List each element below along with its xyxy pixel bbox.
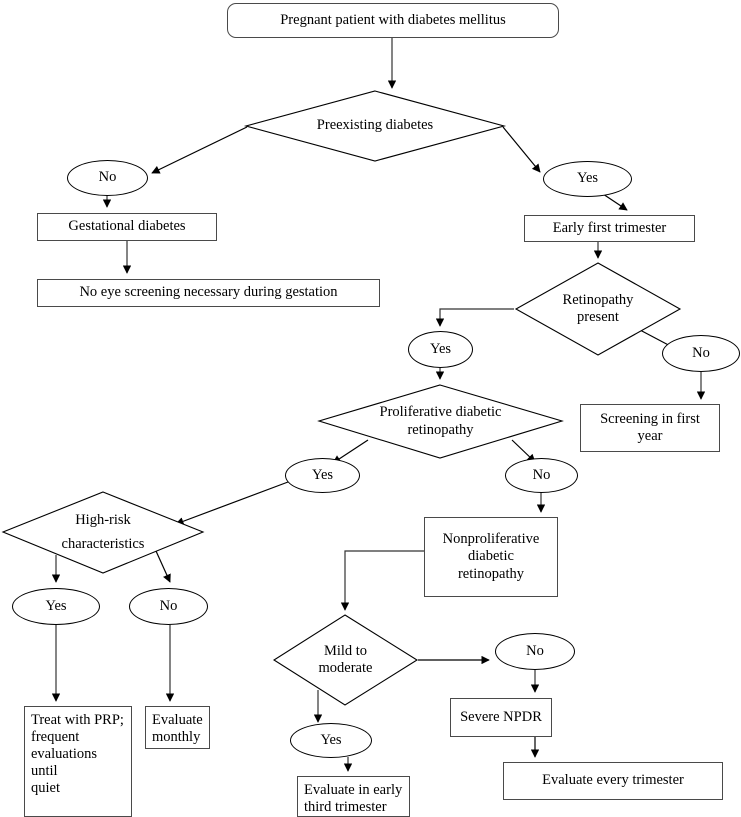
node-preexisting-no[interactable]: No <box>67 160 148 196</box>
node-mild-no[interactable]: No <box>495 633 575 670</box>
node-treat-with-prp-line1: Treat with PRP; <box>31 712 124 728</box>
node-proliferative-no-label: No <box>532 466 551 483</box>
node-severe-npdr-label: Severe NPDR <box>460 708 542 725</box>
node-treat-with-prp-line3: evaluations <box>31 746 98 763</box>
node-retinopathy-present-label: Retinopathy present <box>515 262 681 356</box>
node-early-first-trimester-label: Early first trimester <box>552 219 667 236</box>
node-mild-yes[interactable]: Yes <box>290 723 372 758</box>
node-treat-with-prp-line4: until <box>31 763 58 780</box>
node-nonproliferative-line2: diabetic <box>468 548 514 565</box>
node-proliferative-no[interactable]: No <box>505 458 578 493</box>
node-nonproliferative-diabetic-retinopathy[interactable]: Nonproliferative diabetic retinopathy <box>424 517 558 597</box>
node-mild-to-moderate-line1: Mild to <box>323 642 368 659</box>
node-high-risk-yes[interactable]: Yes <box>12 588 100 625</box>
node-high-risk-yes-label: Yes <box>45 597 67 614</box>
node-proliferative-diabetic-retinopathy[interactable]: Proliferative diabetic retinopathy <box>317 384 564 459</box>
node-proliferative-label: Proliferative diabetic retinopathy <box>318 384 563 459</box>
edge-preexisting-to-no <box>151 126 248 174</box>
node-preexisting-yes-label: Yes <box>576 170 599 187</box>
node-retinopathy-yes-label: Yes <box>429 340 452 357</box>
node-high-risk-label: High-risk characteristics <box>2 491 204 574</box>
node-evaluate-third-trimester-line2: third trimester <box>304 799 387 816</box>
node-preexisting-diabetes[interactable]: Preexisting diabetes <box>243 90 507 162</box>
edge-nonproliferative-to-mild <box>340 550 424 611</box>
edge-preexisting-to-yes <box>502 126 541 173</box>
node-treat-with-prp-line2: frequent <box>31 729 80 746</box>
node-treat-with-prp[interactable]: Treat with PRP; frequent evaluations unt… <box>24 706 132 817</box>
node-retinopathy-present-line2: present <box>577 309 619 325</box>
node-mild-to-moderate[interactable]: Mild to moderate <box>272 614 419 706</box>
node-preexisting-diabetes-label: Preexisting diabetes <box>316 117 434 134</box>
node-evaluate-third-trimester[interactable]: Evaluate in early third trimester <box>297 776 410 817</box>
diamond-shape <box>317 384 564 459</box>
node-start-label: Pregnant patient with diabetes mellitus <box>280 11 506 28</box>
edge-retinopathy-to-yes <box>435 308 514 327</box>
node-retinopathy-no[interactable]: No <box>662 335 740 372</box>
node-retinopathy-present-line1: Retinopathy <box>562 291 634 308</box>
node-nonproliferative-line3: retinopathy <box>457 565 525 582</box>
diamond-shape <box>272 614 419 706</box>
node-retinopathy-present[interactable]: Retinopathy present <box>514 262 682 356</box>
node-high-risk-line1: High-risk <box>75 512 131 529</box>
node-gestational-diabetes[interactable]: Gestational diabetes <box>37 213 217 241</box>
node-mild-yes-label: Yes <box>320 731 342 748</box>
node-proliferative-yes-label: Yes <box>311 466 334 483</box>
node-evaluate-every-trimester[interactable]: Evaluate every trimester <box>503 762 723 800</box>
node-proliferative-yes[interactable]: Yes <box>285 458 360 493</box>
node-mild-no-label: No <box>526 642 544 659</box>
node-no-eye-screening-label: No eye screening necessary during gestat… <box>79 284 338 301</box>
node-no-eye-screening[interactable]: No eye screening necessary during gestat… <box>37 279 380 307</box>
diamond-shape <box>243 90 507 162</box>
node-severe-npdr[interactable]: Severe NPDR <box>450 698 552 737</box>
diamond-shape <box>1 491 205 574</box>
node-early-first-trimester[interactable]: Early first trimester <box>524 215 695 242</box>
node-high-risk-no-label: No <box>159 597 178 614</box>
node-mild-to-moderate-label: Mild to moderate <box>273 614 418 706</box>
node-evaluate-third-trimester-line1: Evaluate in early <box>304 782 403 798</box>
node-evaluate-monthly-line1: Evaluate <box>152 712 203 728</box>
edge-yes-to-earlyfirst <box>602 193 628 211</box>
node-evaluate-monthly-line2: monthly <box>152 729 201 746</box>
node-high-risk-characteristics[interactable]: High-risk characteristics <box>1 491 205 574</box>
node-start[interactable]: Pregnant patient with diabetes mellitus <box>227 3 559 38</box>
node-evaluate-monthly[interactable]: Evaluate monthly <box>145 706 210 749</box>
node-evaluate-every-trimester-label: Evaluate every trimester <box>542 772 684 789</box>
node-screening-first-year-line2: year <box>637 428 663 444</box>
node-high-risk-no[interactable]: No <box>129 588 208 625</box>
node-nonproliferative-line1: Nonproliferative <box>442 531 540 548</box>
node-preexisting-no-label: No <box>98 169 117 186</box>
node-screening-first-year-line1: Screening in first <box>600 410 700 427</box>
node-retinopathy-no-label: No <box>692 344 710 361</box>
node-screening-first-year[interactable]: Screening in first year <box>580 404 720 452</box>
node-proliferative-line1: Proliferative diabetic <box>379 404 502 421</box>
node-retinopathy-yes[interactable]: Yes <box>408 331 473 368</box>
diamond-shape <box>514 262 682 356</box>
node-gestational-diabetes-label: Gestational diabetes <box>68 218 186 235</box>
node-mild-to-moderate-line2: moderate <box>318 660 373 676</box>
node-treat-with-prp-line5: quiet <box>31 780 60 797</box>
node-preexisting-yes[interactable]: Yes <box>543 161 632 197</box>
node-proliferative-line2: retinopathy <box>407 421 474 438</box>
node-high-risk-line2: characteristics <box>61 535 145 552</box>
